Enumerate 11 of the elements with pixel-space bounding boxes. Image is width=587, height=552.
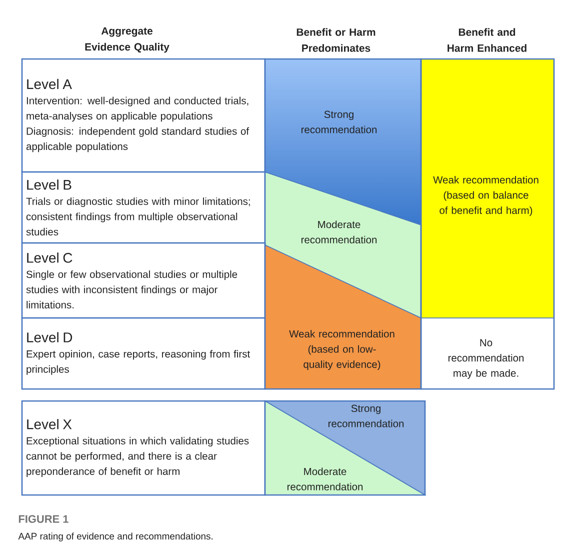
level-box: Level A Intervention: well-designed and conducted trials, meta-analyses on applicable populations Diagnosis: independent gold standard studies of applicable populations: [21, 58, 266, 173]
figure-caption: AAP rating of evidence and recommendations.: [18, 532, 212, 542]
recommendation-region: Weak recommendation (based on balance of benefit and harm): [420, 58, 554, 318]
recommendation-region: No recommendation may be made.: [420, 318, 554, 390]
figure-label: FIGURE 1: [18, 515, 68, 523]
column-header: Benefit and Harm Enhanced: [448, 28, 526, 52]
level-box: Level B Trials or diagnostic studies with minor limitations; consistent findings from multiple observational studies: [21, 171, 266, 244]
level-box: Level C Single or few observational studies or multiple studies with inconsistent findings or major limitations.: [21, 242, 266, 319]
level-box: Level X Exceptional situations in which validating studies cannot be performed, and there is a clear preponderance of benefit or harm: [21, 400, 266, 496]
recommendation-region: Moderate recommendation: [287, 468, 363, 490]
level-box: Level D Expert opinion, case reports, reasoning from first principles: [21, 317, 266, 390]
